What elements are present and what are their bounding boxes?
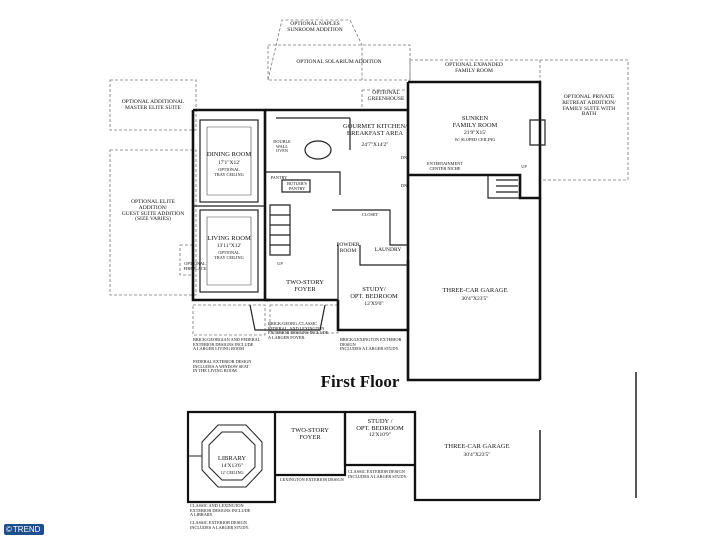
living-room-note: OPTIONAL TRAY CEILING: [214, 250, 244, 260]
trend-badge: © TREND: [4, 524, 45, 535]
dn-mark-kitchen: DN: [400, 155, 408, 160]
study-label: STUDY/ OPT. BEDROOM: [350, 286, 398, 300]
alt-study-label: STUDY / OPT. BEDROOM: [356, 418, 404, 432]
lexington-exterior-note: LEXINGTON EXTERIOR DESIGN: [280, 477, 344, 482]
kitchen-dimensions: 24'7"X14'2": [361, 142, 389, 148]
dining-room-note: OPTIONAL TRAY CEILING: [214, 167, 244, 177]
closet-label: CLOSET: [361, 212, 379, 217]
living-room-label: LIVING ROOM: [207, 235, 251, 242]
alt-study-dimensions: 12'X10'9": [369, 432, 391, 438]
garage-opening-marks: [539, 372, 637, 500]
powder-room-label: POWDER ROOM: [336, 242, 360, 254]
library-note: 12' CEILING: [220, 470, 244, 475]
pantry-label: PANTRY: [270, 175, 288, 180]
floor-title: First Floor: [320, 372, 400, 391]
library-label: LIBRARY: [217, 455, 247, 462]
trend-badge-label: TREND: [12, 525, 41, 534]
garage-label: THREE-CAR GARAGE: [442, 287, 508, 294]
copyright-icon: ©: [6, 525, 12, 534]
living-room-dimensions: 13'11"X12': [216, 243, 242, 249]
greenhouse-label: OPTIONAL GREENHOUSE: [367, 90, 405, 102]
foyer-label: TWO-STORY FOYER: [286, 279, 324, 293]
classic-study-note: CLASSIC EXTERIOR DESIGN INCLUDES A LARGE…: [348, 469, 408, 479]
alt-garage-label: THREE-CAR GARAGE: [444, 443, 510, 450]
library-study-note: CLASSIC EXTERIOR DESIGN INCLUDES A LARGE…: [190, 520, 250, 530]
library-exterior-note: CLASSIC AND LEXINGTON EXTERIOR DESIGNS I…: [190, 503, 251, 517]
dining-room-label: DINING ROOM: [206, 151, 252, 158]
kitchen-label: GOURMET KITCHEN/ BREAKFAST AREA: [343, 123, 407, 137]
lexington-study-note: BRICK/LEXINGTON EXTERIOR DESIGN INCLUDES…: [340, 337, 402, 351]
living-room-exterior-note: BRICK/GEORGIAN AND FEDERAL EXTERIOR DESI…: [193, 337, 261, 351]
master-suite-label: OPTIONAL ADDITIONAL MASTER ELITE SUITE: [121, 99, 185, 111]
library-dimensions: 14'X13'6": [221, 463, 243, 469]
brick-foyer-note: BRICK/GEORG./CLASSIC FEDERAL, AND LEXING…: [268, 321, 329, 340]
expanded-family-label: OPTIONAL EXPANDED FAMILY ROOM: [445, 62, 503, 74]
family-room-note: W/ SLOPED CEILING: [454, 137, 496, 142]
up-mark-family: UP: [521, 164, 527, 169]
alt-garage-dimensions: 30'4"X23'5": [463, 452, 491, 458]
double-wall-oven-label: DOUBLE WALL OVEN: [273, 139, 291, 153]
dining-room-dimensions: 17'1"X12': [218, 160, 240, 166]
family-room-dimensions: 21'9"X15': [464, 130, 486, 136]
main-walls: [191, 80, 542, 382]
study-dimensions: 12'X9'0": [364, 301, 384, 307]
guest-suite-label: OPTIONAL ELITE ADDITION/ GUEST SUITE ADD…: [121, 199, 185, 223]
tray-ceiling-lines: [206, 126, 252, 286]
interior-walls: [193, 117, 546, 331]
solarium-label: OPTIONAL SOLARIUM ADDITION: [296, 59, 382, 65]
library-octagon: [188, 424, 263, 488]
private-retreat-label: OPTIONAL PRIVATE RETREAT ADDITION/ FAMIL…: [562, 94, 616, 118]
laundry-label: LAUNDRY: [374, 247, 402, 253]
dn-mark-hall: DN: [400, 183, 408, 188]
family-room-label: SUNKEN FAMILY ROOM: [452, 115, 498, 129]
alt-foyer-label: TWO-STORY FOYER: [291, 427, 329, 441]
alternate-elevation-plan: [186, 410, 540, 504]
fireplace-label: OPTIONAL FIREPLACE: [183, 261, 207, 271]
naples-sunroom-label: OPTIONAL NAPLES SUNROOM ADDITION: [287, 21, 343, 33]
window-seat-note: FEDERAL EXTERIOR DESIGN INCLUDES A WINDO…: [193, 359, 252, 373]
garage-dimensions: 30'4"X23'5": [461, 296, 489, 302]
entertainment-niche-label: ENTERTAINMENT CENTER NICHE: [427, 161, 463, 171]
butlers-pantry-label: BUTLER'S PANTRY: [287, 181, 307, 191]
up-mark-foyer: UP: [277, 261, 283, 266]
